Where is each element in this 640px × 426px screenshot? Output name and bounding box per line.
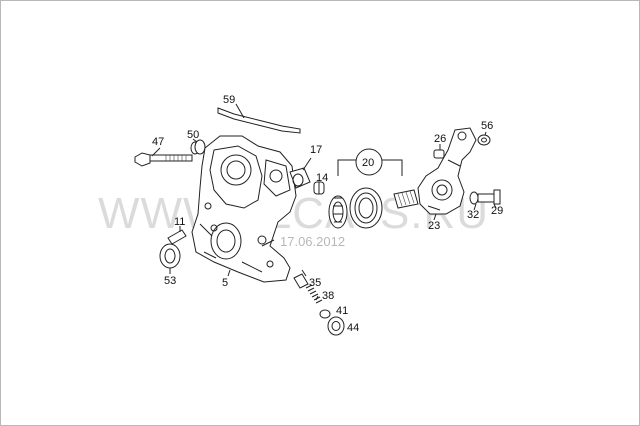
label-29: 29 xyxy=(491,205,503,217)
bushing-part xyxy=(313,181,325,195)
label-32: 32 xyxy=(467,209,479,221)
pump-bolt-part xyxy=(469,189,501,211)
washer-part xyxy=(477,131,491,146)
label-50: 50 xyxy=(187,129,199,141)
dowel-pin-part xyxy=(167,226,187,245)
timing-cover-part xyxy=(191,135,297,283)
small-seal-part xyxy=(190,138,206,155)
gasket-strip-part xyxy=(217,103,301,134)
label-11: 11 xyxy=(174,216,185,228)
label-23: 23 xyxy=(428,220,440,232)
label-56: 56 xyxy=(481,120,493,132)
sleeve-part xyxy=(289,157,312,189)
label-53: 53 xyxy=(164,275,176,287)
long-bolt-part xyxy=(134,147,193,167)
label-38: 38 xyxy=(322,290,334,302)
label-41: 41 xyxy=(336,305,348,317)
label-14: 14 xyxy=(316,172,328,184)
label-26: 26 xyxy=(434,133,446,145)
pump-rotor-part xyxy=(328,195,348,229)
relief-valve-stack-part xyxy=(293,269,345,336)
label-5: 5 xyxy=(222,277,228,289)
watermark-date: 17.06.2012 xyxy=(280,234,345,249)
oil-pump-housing-part xyxy=(417,127,477,221)
label-20: 20 xyxy=(362,157,374,169)
kit-bracket-part xyxy=(337,148,403,176)
label-44: 44 xyxy=(347,322,359,334)
pump-ring-part xyxy=(349,187,383,229)
label-35: 35 xyxy=(309,277,321,289)
pin-part xyxy=(433,144,445,159)
label-59: 59 xyxy=(223,94,235,106)
radial-seal-part xyxy=(159,243,181,274)
label-17: 17 xyxy=(310,144,322,156)
inner-gear-part xyxy=(393,189,419,209)
label-47: 47 xyxy=(152,136,164,148)
